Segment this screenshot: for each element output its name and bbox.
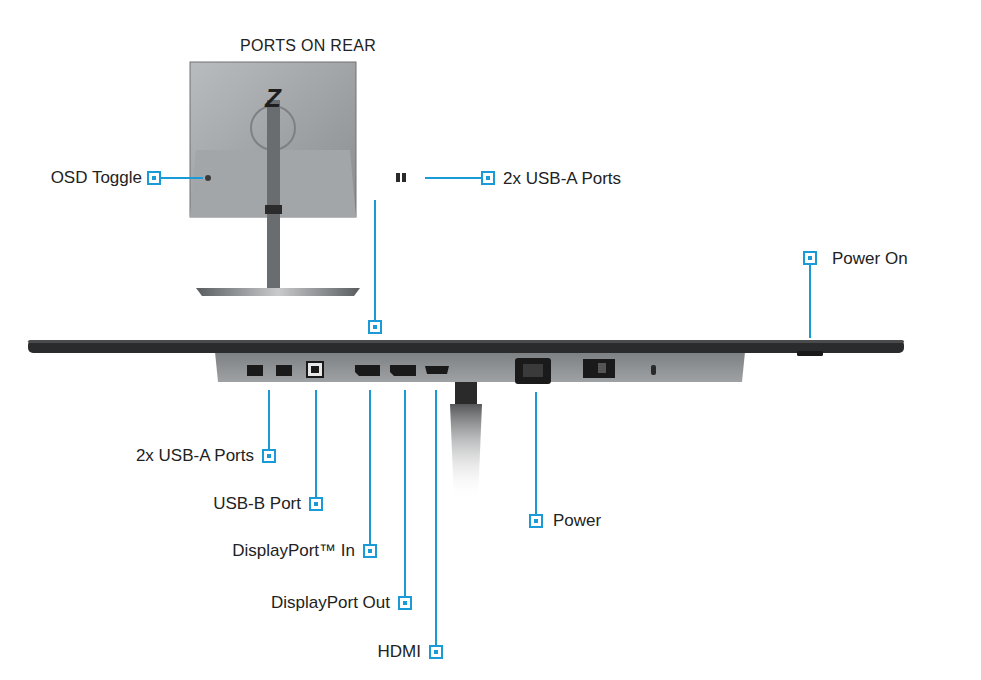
callout-marker <box>530 515 542 527</box>
callout-markers <box>148 172 816 658</box>
usb-port <box>396 173 400 182</box>
rear-view <box>190 62 406 296</box>
power-socket-inner <box>523 364 543 377</box>
power-button <box>797 351 823 356</box>
hdmi-port <box>425 366 449 374</box>
power-socket <box>515 358 551 384</box>
displayport-in <box>355 365 380 376</box>
stand-clamp <box>265 205 282 214</box>
usb-a-port <box>276 365 292 376</box>
switch-rocker <box>598 363 606 373</box>
callout-marker <box>430 646 442 658</box>
callout-label: 2x USB-A Ports <box>503 169 621 189</box>
usb-b-inner <box>311 366 319 373</box>
usb-a-port <box>247 365 263 376</box>
edge-highlight <box>28 340 904 343</box>
callout-marker <box>482 172 494 184</box>
power-switch <box>583 359 615 378</box>
leader-line <box>809 265 811 338</box>
callout-marker <box>369 321 381 333</box>
stand-neck <box>455 382 477 404</box>
osd-toggle <box>205 175 211 181</box>
callout-label: HDMI <box>378 642 421 662</box>
callout-label: USB-B Port <box>213 494 301 514</box>
leader-lines <box>161 178 810 645</box>
brand-logo: Z <box>265 84 281 112</box>
view-title: PORTS ON REAR <box>240 36 376 56</box>
callout-label: DisplayPort Out <box>271 593 390 613</box>
callout-label: DisplayPort™ In <box>232 541 355 561</box>
leader-line <box>369 390 371 544</box>
callout-marker <box>804 252 816 264</box>
stand-arm <box>450 404 482 500</box>
monitor-edge <box>28 340 904 353</box>
callout-marker <box>364 545 376 557</box>
port-panel <box>215 352 745 382</box>
callout-marker <box>148 172 160 184</box>
leader-line <box>535 392 537 514</box>
bottom-view <box>28 340 904 500</box>
callout-marker <box>399 597 411 609</box>
callout-label: OSD Toggle <box>51 168 142 188</box>
displayport-out <box>390 365 416 376</box>
callout-marker <box>310 498 322 510</box>
lock-slot <box>651 365 656 375</box>
leader-line <box>315 390 317 497</box>
usb-b-port <box>307 362 323 377</box>
leader-line <box>435 390 437 645</box>
callout-label: Power <box>553 511 601 531</box>
callout-label: Power On <box>832 249 908 269</box>
usb-port <box>402 173 406 182</box>
leader-line <box>161 177 203 179</box>
callout-marker <box>263 450 275 462</box>
stand-pole <box>267 100 280 288</box>
leader-line <box>374 200 376 320</box>
stand-base <box>196 288 360 296</box>
leader-line <box>404 390 406 596</box>
leader-line <box>268 390 270 449</box>
leader-line <box>425 177 481 179</box>
callout-label: 2x USB-A Ports <box>136 446 254 466</box>
